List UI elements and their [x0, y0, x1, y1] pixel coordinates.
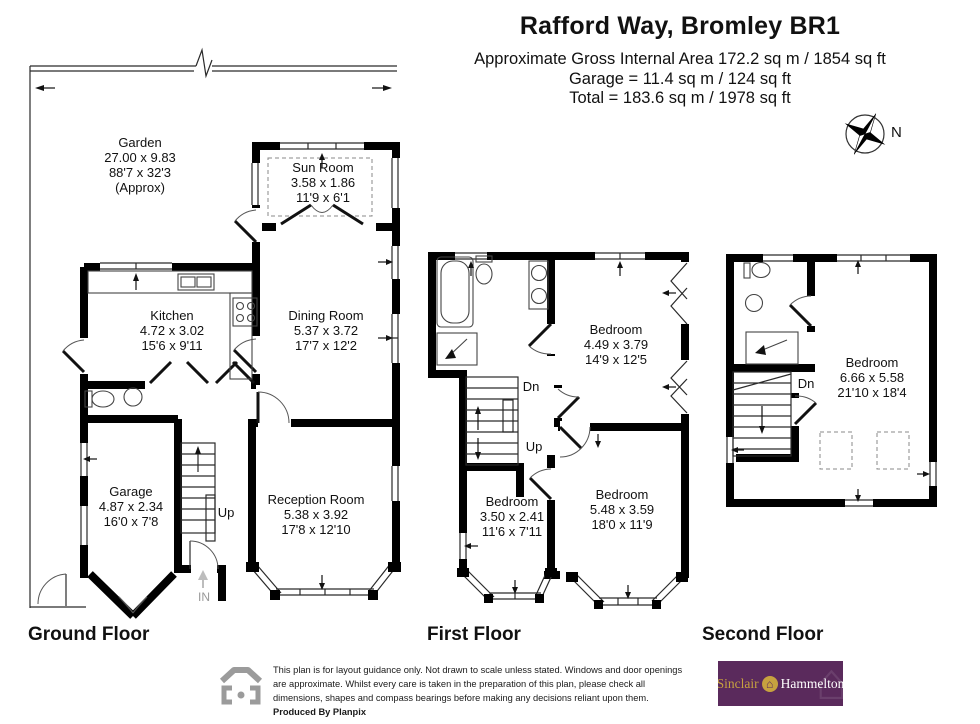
- page-title: Rafford Way, Bromley BR1: [519, 12, 841, 40]
- first-stairs: [465, 376, 519, 466]
- ground-floor-label: Ground Floor: [28, 624, 150, 645]
- room-dim-ft: 11'9 x 6'1: [296, 190, 350, 205]
- second-floor-plan: [724, 252, 939, 509]
- second-openings: [724, 252, 939, 509]
- room-dim-m: 4.72 x 3.02: [139, 323, 205, 338]
- ground-stairs: [180, 442, 216, 542]
- room-dim-m: 3.50 x 2.41: [479, 509, 545, 524]
- room-name: Dining Room: [288, 308, 364, 323]
- room-name: Bedroom: [595, 487, 649, 502]
- planpix-house-icon: [219, 667, 263, 705]
- ground-floor-plan: [29, 47, 402, 619]
- room-label-kitchen: Kitchen 4.72 x 3.02 15'6 x 9'11: [140, 308, 204, 353]
- second-floor-label: Second Floor: [702, 624, 824, 645]
- first-windows: [455, 252, 688, 559]
- first-window-arrows: [464, 261, 676, 599]
- room-label-bedroom-second: Bedroom 6.66 x 5.58 21'10 x 18'4: [837, 355, 906, 400]
- room-dim-ft: 15'6 x 9'11: [141, 338, 203, 353]
- room-dim-m: 5.48 x 3.59: [589, 502, 655, 517]
- first-bay-windows: [457, 568, 688, 609]
- disclaimer-line-1: This plan is for layout guidance only. N…: [273, 665, 683, 675]
- room-label-reception-room: Reception Room 5.38 x 3.92 17'8 x 12'10: [268, 492, 365, 537]
- logo-text-hammelton: Hammelton: [780, 675, 843, 691]
- room-label-bedroom-first-small: Bedroom 3.50 x 2.41 11'6 x 7'11: [480, 494, 544, 539]
- area-line-3: Total = 183.6 sq m / 1978 sq ft: [569, 89, 791, 107]
- first-doors: [527, 322, 591, 501]
- second-stairs: [732, 371, 792, 457]
- reception-bay-window: [246, 562, 401, 600]
- room-label-sun-room: Sun Room 3.58 x 1.86 11'9 x 6'1: [291, 160, 355, 205]
- room-name: Garden: [118, 135, 162, 150]
- disclaimer-line-2: are approximate. Whilst every care is ta…: [273, 679, 646, 689]
- room-dim-m: 5.37 x 3.72: [293, 323, 359, 338]
- second-window-arrows: [731, 260, 930, 502]
- room-dim-ft: 14'9 x 12'5: [584, 352, 648, 367]
- ground-windows: [80, 142, 399, 545]
- room-dim-m: 6.66 x 5.58: [839, 370, 905, 385]
- area-line-2: Garage = 11.4 sq m / 124 sq ft: [568, 69, 792, 88]
- room-dim-ft: 17'8 x 12'10: [281, 522, 351, 537]
- kitchen-fixtures: [87, 270, 258, 380]
- room-label-bedroom-first-main: Bedroom 4.49 x 3.79 14'9 x 12'5: [584, 322, 648, 367]
- up-label-ground: Up: [217, 505, 235, 520]
- room-dim-ft: 17'7 x 12'2: [294, 338, 358, 353]
- disclaimer: This plan is for layout guidance only. N…: [273, 663, 703, 719]
- first-floor-label: First Floor: [427, 624, 521, 645]
- compass-icon: [844, 113, 886, 155]
- room-dim-ft: 88'7 x 32'3: [108, 165, 172, 180]
- first-floor-plan: [428, 250, 691, 609]
- logo-house-watermark-icon: ⌂: [815, 661, 843, 706]
- restricted-height-markers: [819, 431, 910, 470]
- room-name: Kitchen: [150, 308, 194, 323]
- shower-room-fixtures: [743, 261, 799, 365]
- room-name: Bedroom: [589, 322, 643, 337]
- room-dim-m: 4.87 x 2.34: [98, 499, 164, 514]
- area-line-1: Approximate Gross Internal Area 172.2 sq…: [474, 50, 886, 68]
- in-label: IN: [198, 590, 210, 604]
- dn-label-first: Dn: [522, 379, 540, 394]
- room-label-dining-room: Dining Room 5.37 x 3.72 17'7 x 12'2: [288, 308, 363, 353]
- room-name: Bedroom: [485, 494, 539, 509]
- garden-boundary: [29, 47, 397, 608]
- dn-label-second: Dn: [797, 376, 815, 391]
- room-note: (Approx): [115, 180, 165, 195]
- produced-by: Produced By Planpix: [273, 707, 366, 717]
- ground-doors: [61, 209, 290, 614]
- compass-north-label: N: [891, 124, 902, 141]
- ground-window-arrows: [35, 85, 393, 590]
- bathroom-fixtures: [436, 255, 549, 366]
- agent-logo: ⌂ Sinclair ⌂ Hammelton: [718, 661, 843, 706]
- up-label-first: Up: [525, 439, 543, 454]
- room-label-bedroom-first-rear: Bedroom 5.48 x 3.59 18'0 x 11'9: [590, 487, 654, 532]
- header: Rafford Way, Bromley BR1 Approximate Gro…: [420, 12, 940, 109]
- room-label-garden: Garden 27.00 x 9.83 88'7 x 32'3 (Approx): [104, 135, 176, 195]
- second-doors: [788, 295, 818, 426]
- room-name: Garage: [109, 484, 153, 499]
- room-dim-m: 27.00 x 9.83: [104, 150, 176, 165]
- room-dim-m: 4.49 x 3.79: [583, 337, 649, 352]
- room-dim-ft: 11'6 x 7'11: [481, 524, 543, 539]
- room-label-garage: Garage 4.87 x 2.34 16'0 x 7'8: [99, 484, 163, 529]
- room-dim-m: 3.58 x 1.86: [290, 175, 356, 190]
- room-name: Sun Room: [292, 160, 354, 175]
- room-dim-ft: 21'10 x 18'4: [837, 385, 907, 400]
- logo-house-icon: ⌂: [761, 675, 778, 692]
- disclaimer-line-3: dimensions, shapes and compass bearings …: [273, 693, 649, 703]
- wc-fixtures: [84, 387, 143, 408]
- room-dim-ft: 18'0 x 11'9: [591, 517, 653, 532]
- room-dim-ft: 16'0 x 7'8: [103, 514, 159, 529]
- room-name: Reception Room: [267, 492, 365, 507]
- second-walls: [726, 254, 937, 507]
- logo-text-sinclair: Sinclair: [718, 675, 759, 691]
- room-dim-m: 5.38 x 3.92: [283, 507, 349, 522]
- room-name: Bedroom: [845, 355, 899, 370]
